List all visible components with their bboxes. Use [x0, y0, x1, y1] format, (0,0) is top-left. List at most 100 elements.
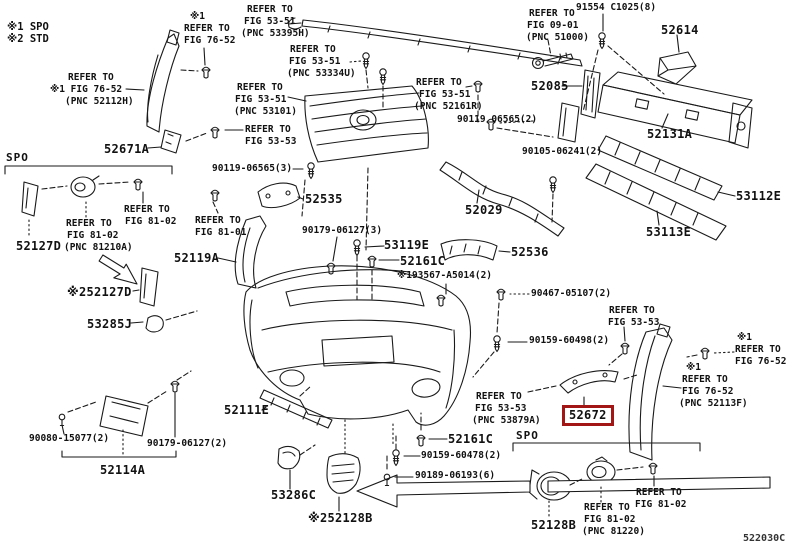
ref-note: FIG 53-53: [475, 403, 527, 414]
bracket-52672-drawing: [559, 370, 619, 394]
part-52535[interactable]: 52535: [305, 192, 343, 206]
ref-note: REFER TO: [184, 23, 230, 34]
ref-note: FIG 53-51: [244, 16, 296, 27]
part-90179-06127-3[interactable]: 90179-06127(3): [302, 225, 383, 236]
part-53119e[interactable]: 53119E: [384, 238, 430, 252]
ref-note: ※1: [737, 332, 752, 343]
part-53112e[interactable]: 53112E: [736, 189, 782, 203]
ref-note: FIG 53-53: [245, 136, 297, 147]
assembly-dashes: [41, 39, 698, 486]
part-52111e[interactable]: 52111E: [224, 403, 270, 417]
ref-note: REFER TO: [245, 124, 291, 135]
part-90159-60498[interactable]: 90159-60498(2): [529, 335, 610, 346]
cover-53286c-drawing: [277, 445, 301, 470]
ref-note: FIG 53-51: [419, 89, 471, 100]
ref-note: REFER TO: [237, 82, 283, 93]
bracket-52114a-drawing: [99, 395, 149, 437]
ref-note: FIG 81-02: [635, 499, 687, 510]
part-90189-06193[interactable]: 90189-06193(6): [415, 470, 496, 481]
ref-note: FIG 76-52: [682, 386, 734, 397]
grille-insert-52128b-drawing: [326, 453, 361, 494]
part-52536[interactable]: 52536: [511, 245, 549, 259]
flare-52113f-drawing: [628, 323, 673, 461]
ref-note: REFER TO: [247, 4, 293, 15]
ref-pnc-52112h: (PNC 52112H): [65, 96, 134, 107]
part-52128b[interactable]: 52128B: [531, 518, 577, 532]
ref-pnc-53101: (PNC 53101): [234, 106, 297, 117]
ref-note: ※1 FIG 76-52: [50, 84, 123, 95]
ref-note: REFER TO: [636, 487, 682, 498]
part-90119-06565-3[interactable]: 90119-06565(3): [212, 163, 293, 174]
part-53286c[interactable]: 53286C: [271, 488, 317, 502]
part-52614[interactable]: 52614: [661, 23, 699, 37]
ref-note: FIG 53-51: [289, 56, 341, 67]
ref-note: FIG 76-52: [735, 356, 787, 367]
part-93567-a5014[interactable]: ※193567-A5014(2): [397, 270, 493, 281]
section-spo-left: SPO: [6, 151, 29, 164]
part-52085[interactable]: 52085: [531, 79, 569, 93]
ref-pnc-53879a: (PNC 53879A): [472, 415, 541, 426]
part-52131a[interactable]: 52131A: [647, 127, 693, 141]
legend-std: ※2 STD: [7, 33, 49, 45]
ref-note: REFER TO: [66, 218, 112, 229]
grille-drawing: [304, 85, 429, 163]
ref-fig-76-52-top: ※1: [190, 11, 205, 22]
part-52114a[interactable]: 52114A: [100, 463, 146, 477]
part-52161c-upper[interactable]: 52161C: [400, 254, 446, 268]
ref-note: REFER TO: [609, 305, 655, 316]
ref-note: ※1: [686, 362, 701, 373]
ref-note: FIG 81-01: [195, 227, 247, 238]
ref-note: REFER TO: [195, 215, 241, 226]
part-52127d[interactable]: 52127D: [16, 239, 62, 253]
ref-note: REFER TO: [290, 44, 336, 55]
part-52672-selected[interactable]: 52672: [562, 405, 614, 426]
part-52671a[interactable]: 52671A: [104, 142, 150, 156]
bracket-52536-drawing: [440, 239, 498, 261]
part-53285j[interactable]: 53285J: [87, 317, 133, 331]
part-52127d-std[interactable]: ※252127D: [67, 285, 132, 299]
pointer-arrow-small: [98, 254, 138, 285]
figure-code: 522030C: [743, 533, 786, 544]
ref-note: FIG 81-02: [125, 216, 177, 227]
ref-pnc-81220: (PNC 81220): [582, 526, 645, 537]
part-52029[interactable]: 52029: [465, 203, 503, 217]
part-52161c-lower[interactable]: 52161C: [448, 432, 494, 446]
strip-52111e-drawing: [259, 389, 333, 429]
absorber-53112e-53113e-drawing: [585, 135, 727, 241]
support-52119a-drawing: [234, 215, 267, 289]
part-90105-06241[interactable]: 90105-06241(2): [522, 146, 603, 157]
ref-pnc-52113f: (PNC 52113F): [679, 398, 748, 409]
section-spo-right: SPO: [516, 429, 539, 442]
ref-pnc-52161r: (PNC 52161R): [414, 101, 483, 112]
ref-note: REFER TO: [68, 72, 114, 83]
ref-note: FIG 81-02: [584, 514, 636, 525]
molding-53395h-drawing: [288, 17, 583, 67]
legend-spo: ※1 SPO: [7, 21, 49, 33]
ref-pnc-53334u: (PNC 53334U): [287, 68, 356, 79]
ref-pnc-51000: (PNC 51000): [526, 32, 589, 43]
pointer-arrow-long: [356, 474, 771, 508]
part-90467-05107[interactable]: 90467-05107(2): [531, 288, 612, 299]
part-52128b-std[interactable]: ※252128B: [308, 511, 373, 525]
part-52119a[interactable]: 52119A: [174, 251, 220, 265]
ref-note: FIG 53-53: [608, 317, 660, 328]
part-90159-60478[interactable]: 90159-60478(2): [421, 450, 502, 461]
bumper-cover-drawing: [243, 265, 472, 426]
part-53113e[interactable]: 53113E: [646, 225, 692, 239]
part-90119-06565-2[interactable]: 90119 06565(2): [457, 114, 538, 125]
ref-pnc-53395h: (PNC 53395H): [241, 28, 310, 39]
ref-note: FIG 76-52: [184, 35, 236, 46]
ref-note: REFER TO: [529, 8, 575, 19]
spo-left-parts-drawing: [21, 175, 164, 333]
part-90080-15077[interactable]: 90080-15077(2): [29, 433, 110, 444]
ref-note: REFER TO: [584, 502, 630, 513]
ref-note: FIG 81-02: [67, 230, 119, 241]
ref-note: REFER TO: [416, 77, 462, 88]
seal-52029-drawing: [439, 161, 565, 237]
part-91554-c1025[interactable]: 91554 C1025(8): [576, 2, 657, 13]
spo-section-brackets: [4, 165, 701, 458]
part-90179-06127-2[interactable]: 90179-06127(2): [147, 438, 228, 449]
